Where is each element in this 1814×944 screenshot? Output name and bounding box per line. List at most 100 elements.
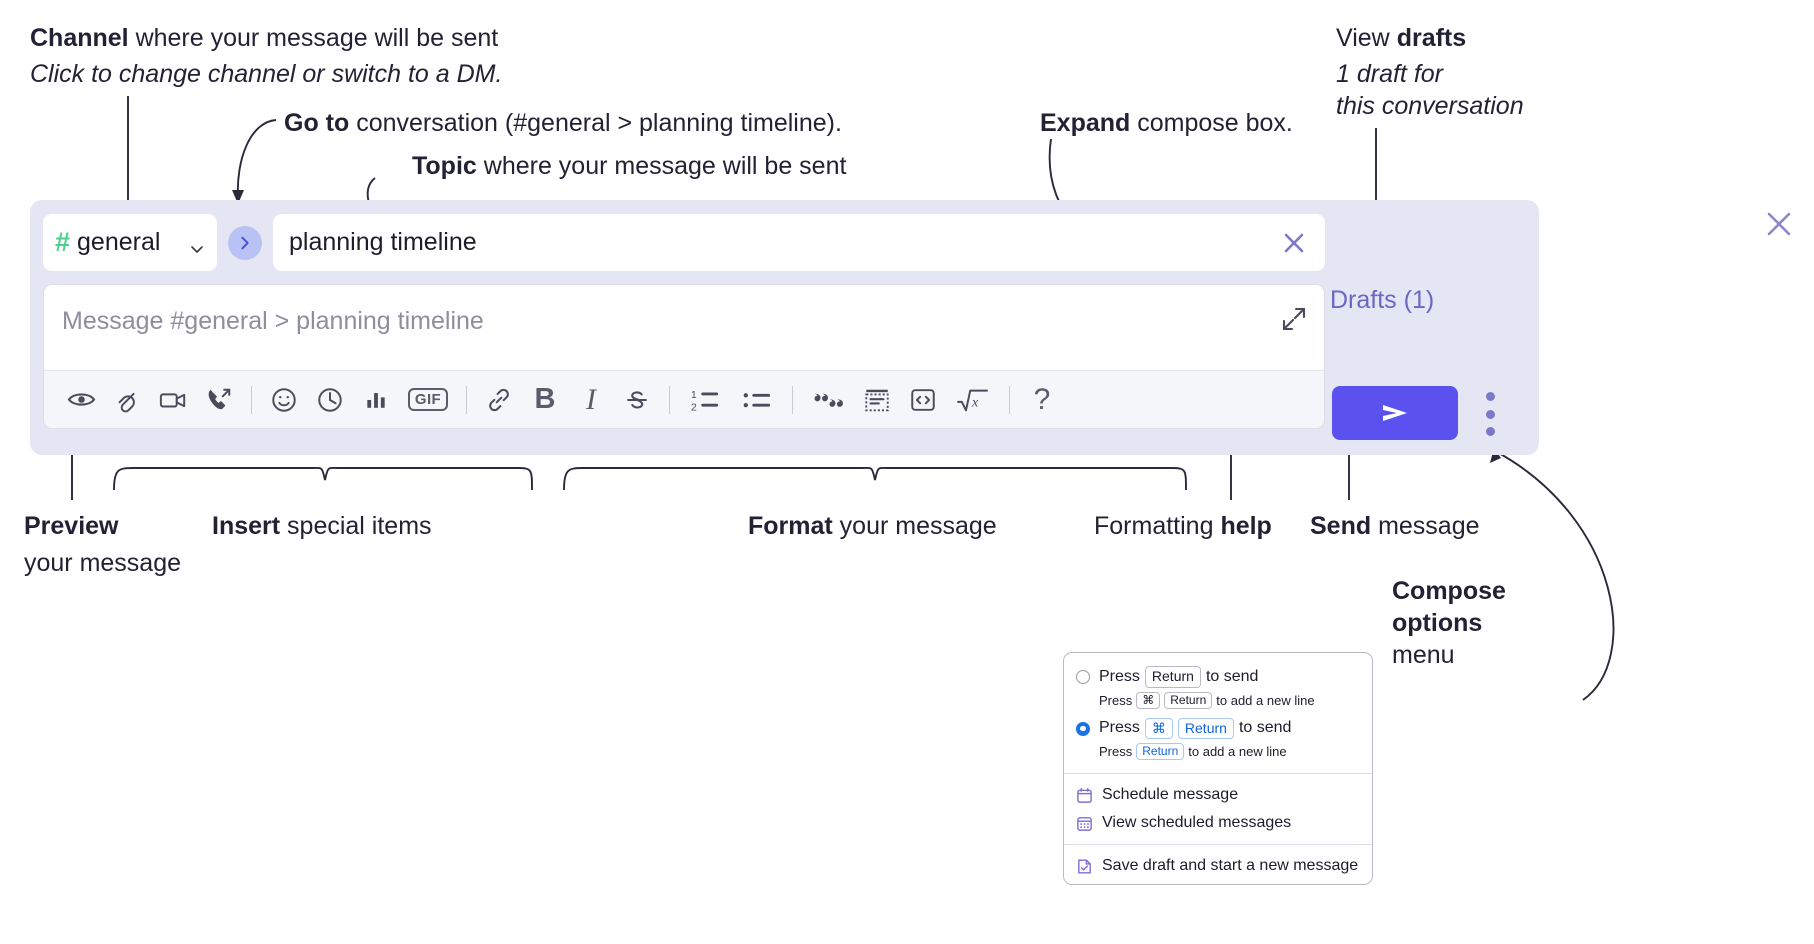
video-icon[interactable] <box>150 377 196 423</box>
message-placeholder: Message #general > planning timeline <box>62 307 484 335</box>
bold-icon[interactable]: B <box>522 377 568 423</box>
annotation-insert-bold: Insert <box>212 512 281 540</box>
keycap-return: Return <box>1136 743 1185 760</box>
annotation-compose-bold-2: options <box>1392 609 1483 637</box>
annotation-goto-bold: Go to <box>284 109 350 137</box>
math-icon[interactable]: x <box>946 377 1000 423</box>
annotation-preview: Preview your message <box>24 510 181 579</box>
annotation-drafts-bold: drafts <box>1396 24 1467 52</box>
bold-label: B <box>534 383 556 415</box>
close-icon[interactable] <box>1763 208 1795 240</box>
topic-value: planning timeline <box>289 228 477 256</box>
hash-icon: # <box>55 227 71 257</box>
option-1-sub-pre: Press <box>1099 744 1133 759</box>
annotation-insert-rest: special items <box>280 512 432 540</box>
help-label: ? <box>1033 382 1051 416</box>
option-1-sub-post: to add a new line <box>1188 744 1287 759</box>
drafts-link[interactable]: Drafts (1) <box>1330 286 1435 314</box>
svg-text:x: x <box>971 395 979 410</box>
compose-options-button[interactable] <box>1478 392 1502 436</box>
channel-name-label: general <box>77 228 161 256</box>
compose-header-row: # general planning timeline <box>43 214 1325 271</box>
keycap-return: Return <box>1177 717 1234 739</box>
annotation-preview-l2: your message <box>24 548 182 577</box>
annotation-expand: Expand compose box. <box>1040 107 1293 140</box>
code-block-icon[interactable] <box>854 377 900 423</box>
annotation-insert: Insert special items <box>212 510 432 543</box>
annotation-topic-bold: Topic <box>412 152 477 180</box>
compose-inner: # general planning timeline <box>43 214 1325 429</box>
clock-icon[interactable] <box>307 377 353 423</box>
message-input[interactable]: Message #general > planning timeline <box>44 285 1324 370</box>
annotation-help: Formatting help <box>1094 510 1272 543</box>
annotation-topic-rest: where your message will be sent <box>476 152 847 180</box>
clear-topic-icon[interactable] <box>1279 228 1309 258</box>
annotation-send-bold: Send <box>1310 512 1372 540</box>
emoji-icon[interactable] <box>261 377 307 423</box>
message-box: Message #general > planning timeline <box>43 284 1325 429</box>
radio-unselected[interactable] <box>1076 670 1090 684</box>
keycap-return: Return <box>1164 691 1213 709</box>
annotation-drafts: View drafts 1 draft for this conversatio… <box>1336 22 1524 122</box>
annotation-drafts-italic-2: this conversation <box>1336 91 1524 120</box>
toolbar-divider <box>251 385 252 414</box>
compose-options-menu: Press Return to send Press ⌘ Return to a… <box>1063 652 1373 885</box>
channel-selector[interactable]: # general <box>43 214 217 271</box>
toolbar-divider <box>792 385 793 414</box>
chevron-down-icon <box>189 235 205 253</box>
annotation-format-rest: your message <box>832 512 997 540</box>
menu-item-label: View scheduled messages <box>1102 814 1292 831</box>
toolbar-divider <box>669 385 670 414</box>
menu-item-view-scheduled[interactable]: View scheduled messages <box>1064 809 1372 837</box>
annotation-format-bold: Format <box>748 512 833 540</box>
gif-label: GIF <box>407 388 449 411</box>
option-0-post: to send <box>1205 667 1259 685</box>
gif-icon[interactable]: GIF <box>399 377 457 423</box>
preview-icon[interactable] <box>58 377 104 423</box>
radio-selected[interactable] <box>1076 721 1090 736</box>
send-option-command-return[interactable]: Press ⌘ Return to send Press Return to a… <box>1064 715 1372 767</box>
link-icon[interactable] <box>476 377 522 423</box>
send-option-return[interactable]: Press Return to send Press ⌘ Return to a… <box>1064 663 1372 715</box>
annotation-preview-bold: Preview <box>24 512 119 540</box>
attachment-icon[interactable] <box>104 377 150 423</box>
blockquote-icon[interactable] <box>802 377 854 423</box>
poll-icon[interactable] <box>353 377 399 423</box>
annotation-send: Send message <box>1310 510 1480 543</box>
menu-divider <box>1064 844 1372 845</box>
go-to-conversation-button[interactable] <box>228 225 262 260</box>
annotation-compose-options: Compose options menu <box>1392 575 1592 671</box>
save-draft-icon <box>1076 858 1093 875</box>
annotation-drafts-italic-1: 1 draft for <box>1336 59 1443 88</box>
annotation-drafts-rest: View <box>1336 24 1397 52</box>
annotation-help-bold: help <box>1220 512 1272 540</box>
inline-code-icon[interactable] <box>900 377 946 423</box>
annotation-channel-rest: where your message will be sent <box>128 24 499 52</box>
annotation-topic: Topic where your message will be sent <box>412 150 846 183</box>
menu-item-label: Save draft and start a new message <box>1102 857 1359 874</box>
strikethrough-icon[interactable] <box>614 377 660 423</box>
bulleted-list-icon[interactable] <box>731 377 783 423</box>
compose-panel: # general planning timeline <box>30 200 1539 455</box>
send-paper-plane-icon <box>1383 405 1407 421</box>
calendar-grid-icon <box>1076 815 1093 832</box>
formatting-toolbar: GIF B I <box>44 370 1324 428</box>
annotation-expand-rest: compose box. <box>1130 109 1293 137</box>
expand-icon[interactable] <box>1280 305 1308 333</box>
menu-item-save-draft[interactable]: Save draft and start a new message <box>1064 852 1372 880</box>
send-button[interactable] <box>1332 386 1458 440</box>
keycap-command: ⌘ <box>1144 717 1173 739</box>
italic-label: I <box>586 382 596 416</box>
italic-icon[interactable]: I <box>568 377 614 423</box>
topic-field[interactable]: planning timeline <box>273 214 1325 271</box>
toolbar-divider <box>466 385 467 414</box>
help-icon[interactable]: ? <box>1019 377 1065 423</box>
annotation-goto: Go to conversation (#general > planning … <box>284 107 842 140</box>
audio-call-icon[interactable] <box>196 377 242 423</box>
annotation-channel-italic: Click to change channel or switch to a D… <box>30 59 503 88</box>
menu-item-schedule-message[interactable]: Schedule message <box>1064 781 1372 809</box>
annotation-channel: Channel where your message will be sent … <box>30 22 502 90</box>
keycap-return: Return <box>1144 666 1201 688</box>
